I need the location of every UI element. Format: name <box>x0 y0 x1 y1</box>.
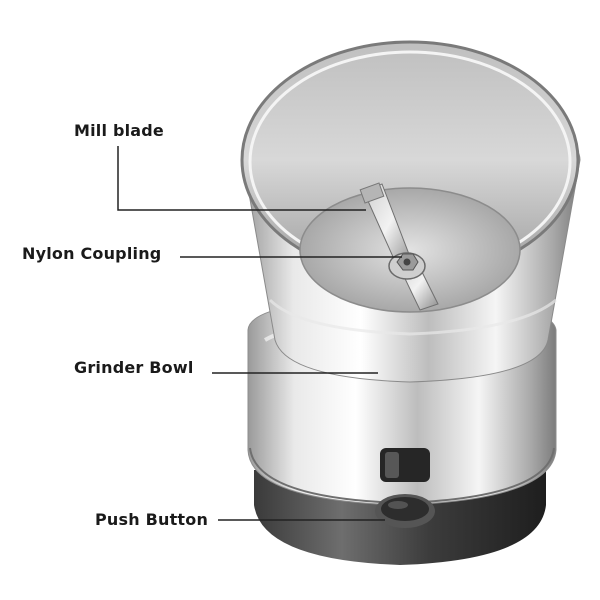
nylon-coupling-shape <box>388 252 426 280</box>
nylon-coupling-label: Nylon Coupling <box>22 244 162 263</box>
grinder-bowl-label: Grinder Bowl <box>74 358 194 377</box>
push-button-shape[interactable] <box>375 494 435 528</box>
leader-lines <box>117 146 402 521</box>
mill-blade-label: Mill blade <box>74 121 164 140</box>
bowl-interior <box>240 40 580 313</box>
push-button-label: Push Button <box>95 510 209 529</box>
leader-line-mill-blade <box>117 146 366 211</box>
